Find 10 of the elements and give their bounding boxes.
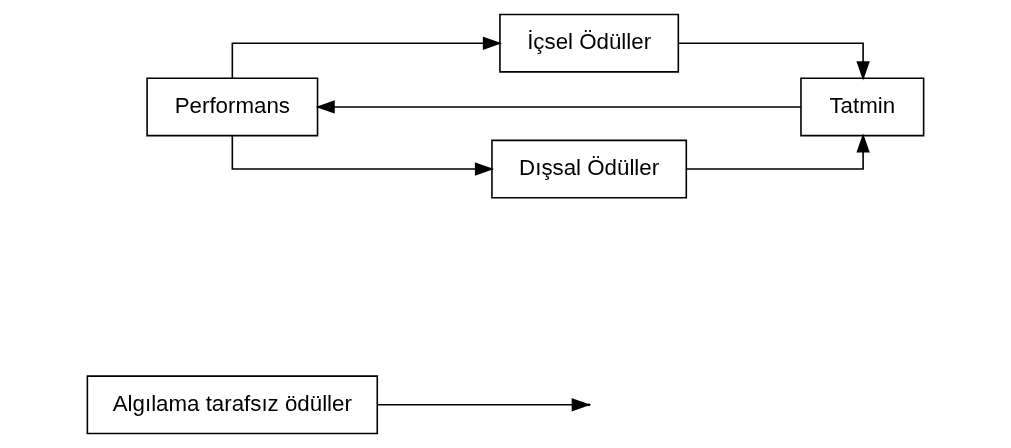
arrow	[231, 135, 495, 176]
node-box: Dışsal Ödüller	[491, 139, 688, 199]
arrow	[315, 100, 802, 114]
arrow	[685, 133, 870, 170]
node-box: Algılama tarafsız ödüller	[86, 375, 379, 435]
node-box: Tatmin	[800, 77, 925, 137]
node-box: İçsel Ödüller	[499, 13, 680, 73]
arrow	[231, 36, 502, 79]
node-box: Performans	[146, 77, 319, 137]
arrow	[678, 42, 870, 81]
